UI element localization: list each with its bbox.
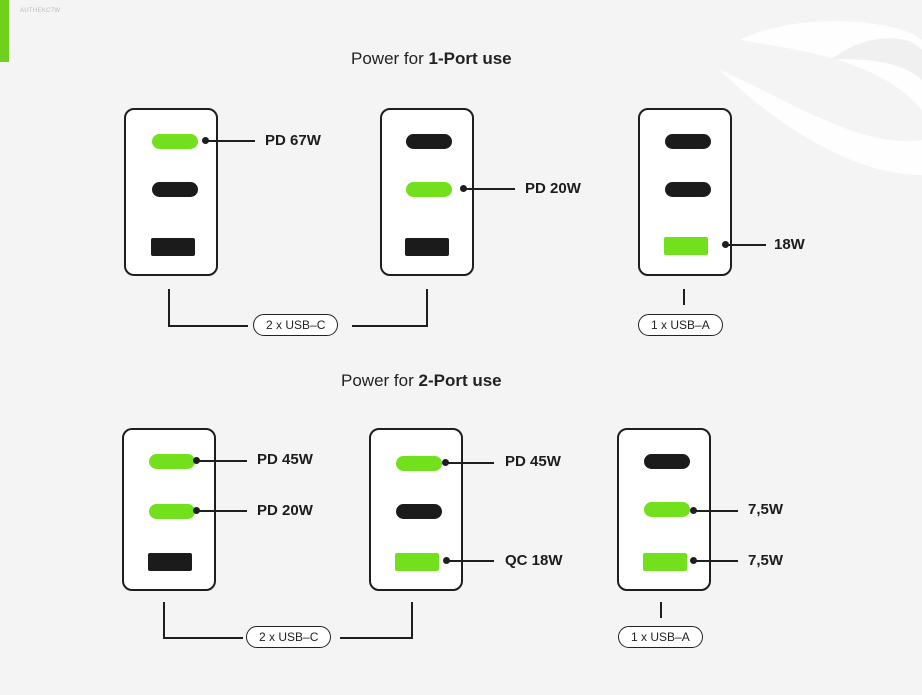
callout-dot	[460, 185, 467, 192]
callout-dot	[442, 459, 449, 466]
usb-c-port	[665, 134, 711, 149]
callout-dot	[193, 507, 200, 514]
callout-line	[197, 510, 247, 512]
group-bracket-line	[163, 602, 165, 638]
group-label-usba: 1 x USB–A	[638, 314, 723, 336]
callout-line	[197, 460, 247, 462]
usb-a-port	[151, 238, 195, 256]
charger-2port-usbc-usba	[369, 428, 463, 591]
corner-tag: AUTHEKC7W	[20, 8, 61, 14]
usb-a-port-active	[395, 553, 439, 571]
callout-dot	[722, 241, 729, 248]
callout-dot	[690, 557, 697, 564]
group-label-usbc: 2 x USB–C	[253, 314, 339, 336]
usb-c-port-active	[149, 504, 195, 519]
section-title-1-port: Power for 1-Port use	[351, 49, 512, 69]
group-bracket-line	[411, 602, 413, 638]
usb-c-port	[665, 182, 711, 197]
usb-c-port	[152, 182, 198, 197]
usb-c-port	[396, 504, 442, 519]
section-title-prefix: Power for	[341, 371, 419, 390]
usb-a-port	[148, 553, 192, 571]
usb-c-port-active	[406, 182, 452, 197]
usb-c-port	[406, 134, 452, 149]
port-power-label: 7,5W	[748, 501, 784, 518]
usb-c-port-active	[644, 502, 690, 517]
charger-1port-usbc2	[380, 108, 474, 276]
port-power-label: QC 18W	[505, 552, 563, 569]
callout-line	[447, 560, 494, 562]
group-label-usba: 1 x USB–A	[618, 626, 703, 648]
callout-dot	[443, 557, 450, 564]
callout-line	[446, 462, 494, 464]
charger-1port-usbc1	[124, 108, 218, 276]
port-power-label: 7,5W	[748, 552, 784, 569]
callout-dot	[202, 137, 209, 144]
port-power-label: 18W	[774, 236, 805, 253]
usb-c-port-active	[152, 134, 198, 149]
section-title-prefix: Power for	[351, 49, 429, 68]
port-power-label: PD 20W	[257, 502, 313, 519]
group-bracket-line	[340, 637, 413, 639]
group-bracket-line	[168, 289, 170, 326]
group-label-usbc: 2 x USB–C	[246, 626, 332, 648]
callout-dot	[193, 457, 200, 464]
port-power-label: PD 45W	[505, 453, 561, 470]
section-title-bold: 1-Port use	[428, 49, 512, 68]
group-bracket-line	[168, 325, 248, 327]
usb-a-port-active	[643, 553, 687, 571]
callout-dot	[690, 507, 697, 514]
section-title-bold: 2-Port use	[418, 371, 502, 390]
port-power-label: PD 20W	[525, 180, 581, 197]
group-bracket-line	[163, 637, 243, 639]
charger-1port-usba	[638, 108, 732, 276]
section-title-2-port: Power for 2-Port use	[341, 371, 502, 391]
group-bracket-line	[352, 325, 428, 327]
charger-2port-usbc-usbc	[122, 428, 216, 591]
usb-a-port	[405, 238, 449, 256]
group-bracket-line	[660, 602, 662, 618]
usb-c-port	[644, 454, 690, 469]
usb-c-port-active	[396, 456, 442, 471]
group-bracket-line	[426, 289, 428, 326]
callout-line	[206, 140, 255, 142]
port-power-label: PD 67W	[265, 132, 321, 149]
accent-bar	[0, 0, 9, 62]
usb-a-port-active	[664, 237, 708, 255]
callout-line	[694, 560, 738, 562]
callout-line	[694, 510, 738, 512]
group-bracket-line	[683, 289, 685, 305]
callout-line	[726, 244, 766, 246]
callout-line	[464, 188, 515, 190]
usb-c-port-active	[149, 454, 195, 469]
port-power-label: PD 45W	[257, 451, 313, 468]
